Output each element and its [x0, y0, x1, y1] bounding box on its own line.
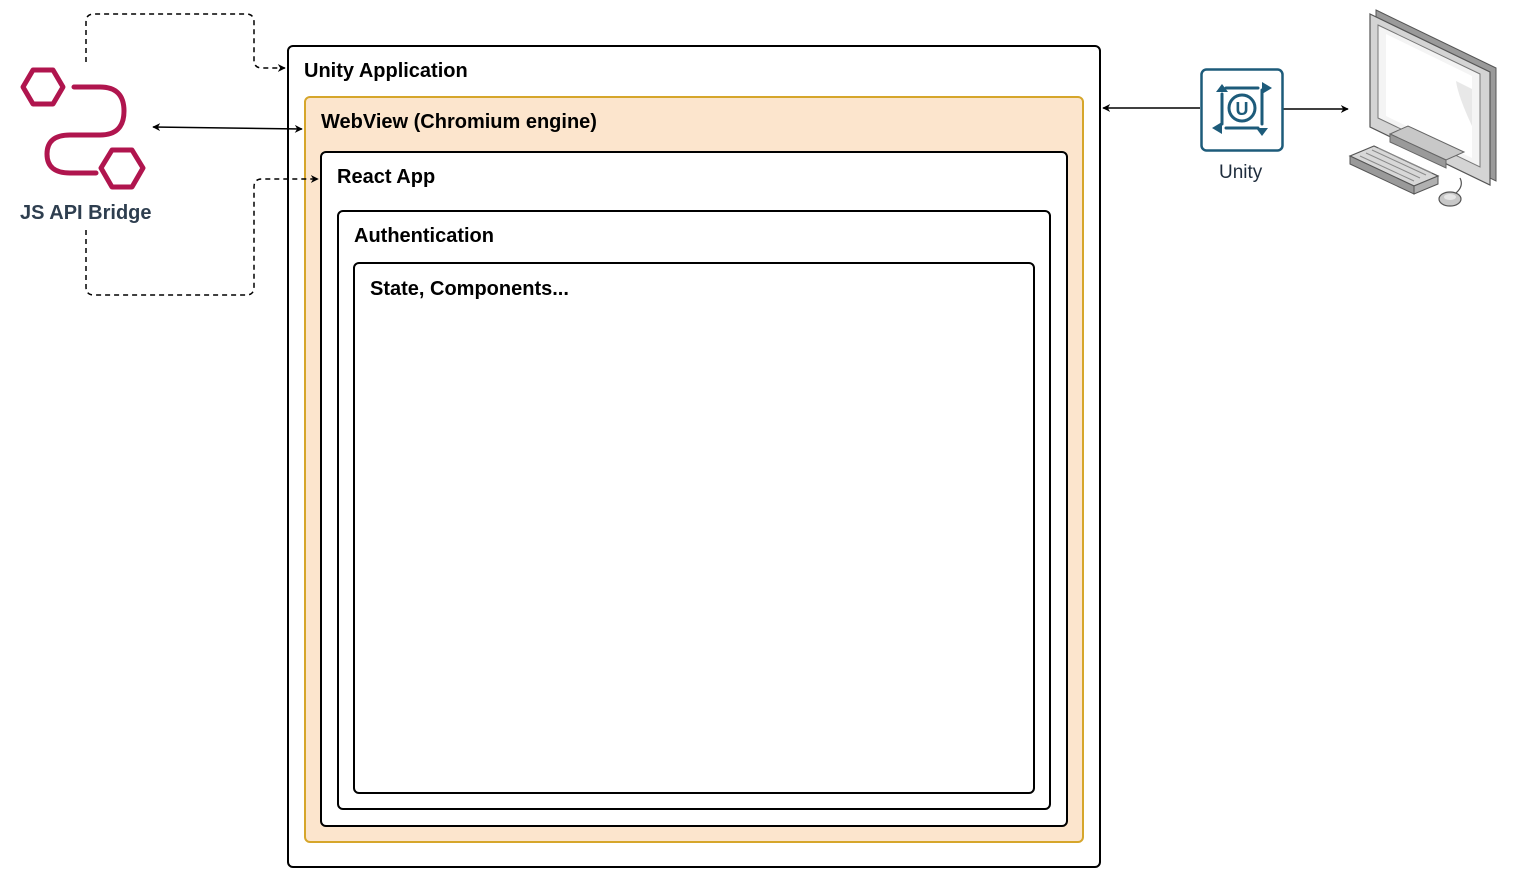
edge-bridge-webview [152, 123, 303, 133]
authentication-title: Authentication [354, 225, 494, 247]
react-app-title: React App [337, 166, 436, 188]
js-bridge-hexagons-icon [20, 67, 146, 190]
unity-label: Unity [1219, 162, 1263, 183]
desktop-computer-icon [1348, 9, 1497, 207]
js-api-bridge-label: JS API Bridge [20, 202, 152, 224]
unity-badge-letter: U [1236, 99, 1249, 119]
webview-title: WebView (Chromium engine) [321, 111, 597, 133]
state-components-container: State, Components... [353, 262, 1035, 794]
unity-application-title: Unity Application [304, 60, 468, 82]
unity-engine-icon: U [1200, 68, 1284, 152]
state-components-title: State, Components... [370, 278, 569, 300]
